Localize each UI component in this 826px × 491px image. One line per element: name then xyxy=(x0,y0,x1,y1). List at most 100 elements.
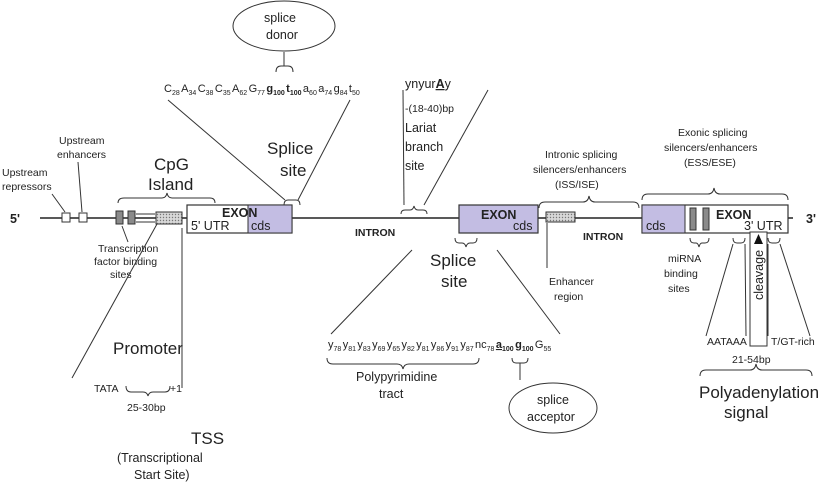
enhancer-region-box xyxy=(545,211,576,223)
acceptor-freq-5: 82 xyxy=(407,346,415,353)
tf-label-1: Transcription xyxy=(98,243,158,255)
exon-2-label: EXON xyxy=(481,208,516,222)
acceptor-zoom-line-right xyxy=(496,249,561,335)
acceptor-brace xyxy=(511,357,529,380)
donor-base-0: C xyxy=(164,83,172,95)
donor-base-11: t xyxy=(349,83,352,95)
acceptor-base-4: y xyxy=(387,339,393,351)
mirna-label-3: sites xyxy=(668,283,690,295)
lariat-zoom-line-left xyxy=(402,89,405,206)
promoter-label: Promoter xyxy=(113,339,183,358)
mirna-label-2: binding xyxy=(664,268,698,280)
tf-label-3: sites xyxy=(110,269,132,281)
mirna-brace xyxy=(689,237,710,248)
donor-sequence: C28 A34 C38 C35 A62 G77 g100 t100 a60 a7… xyxy=(164,83,361,97)
exon-2-box xyxy=(458,204,539,234)
cleavage-arrow-icon xyxy=(754,234,763,244)
exon-3-cds-label: cds xyxy=(646,219,665,233)
intronic-label-2: silencers/enhancers xyxy=(533,164,626,176)
donor-base-4: A xyxy=(232,83,240,95)
aataaa-zoom-right xyxy=(744,243,747,337)
polypyrimidine-label-1: Polypyrimidine xyxy=(356,370,437,384)
donor-zoom-line-left xyxy=(167,99,286,201)
acceptor-base-13: G xyxy=(535,339,544,351)
enhancer-region-label-2: region xyxy=(554,291,583,303)
polya-brace xyxy=(699,363,813,377)
splice-donor-label-2: donor xyxy=(266,28,298,42)
mirna-label-1: miRNA xyxy=(668,253,701,265)
donor-freq-4: 62 xyxy=(239,90,247,97)
donor-base-7: t xyxy=(286,83,290,95)
lariat-label-3: site xyxy=(405,159,425,173)
exon-1-cds-label: cds xyxy=(251,219,270,233)
enhancer-region-label-1: Enhancer xyxy=(549,276,594,288)
cpg-brace xyxy=(117,192,216,204)
donor-site-brace xyxy=(283,199,301,206)
acceptor-base-0: y xyxy=(328,339,334,351)
tss-label-3: Start Site) xyxy=(134,468,190,482)
tata-distance-label: 25-30bp xyxy=(127,402,166,414)
intron-2-label: INTRON xyxy=(583,231,623,243)
plus-one-label: +1 xyxy=(170,383,182,395)
acceptor-base-11: a xyxy=(496,339,503,351)
donor-freq-3: 35 xyxy=(223,90,231,97)
upstream-enhancer-box xyxy=(78,212,88,223)
polya-label-2: signal xyxy=(724,403,768,422)
splice-acceptor-label-2: acceptor xyxy=(527,410,575,424)
acceptor-freq-3: 69 xyxy=(378,346,386,353)
three-prime-label: 3' xyxy=(806,212,816,226)
exon-1-utr-label: 5' UTR xyxy=(191,219,230,233)
lariat-motif-prefix: ynyur xyxy=(405,77,436,91)
donor-freq-5: 77 xyxy=(257,90,265,97)
upstream-repressors-label-2: repressors xyxy=(2,181,52,193)
lariat-motif: ynyurAy xyxy=(405,77,452,91)
polya-label-1: Polyadenylation xyxy=(699,383,819,402)
acceptor-freq-0: 78 xyxy=(334,346,342,353)
lariat-zoom-line-right xyxy=(423,89,489,206)
exonic-label-2: silencers/enhancers xyxy=(664,142,757,154)
acceptor-freq-8: 91 xyxy=(451,346,459,353)
acceptor-freq-9: 87 xyxy=(466,346,474,353)
donor-base-10: g xyxy=(334,83,340,95)
tss-label-2: (Transcriptional xyxy=(117,451,203,465)
acceptor-base-10: nc xyxy=(475,339,487,351)
donor-freq-11: 50 xyxy=(352,90,360,97)
splice-acceptor-ellipse xyxy=(508,382,598,434)
tgt-rich-label: T/GT-rich xyxy=(771,336,815,348)
donor-base-1: A xyxy=(181,83,189,95)
tf-label-2: factor binding xyxy=(94,256,157,268)
mirna-site-1 xyxy=(689,207,697,231)
donor-freq-6: 100 xyxy=(273,90,285,97)
mirna-site-2 xyxy=(702,207,710,231)
acceptor-base-7: y xyxy=(431,339,437,351)
tgt-brace xyxy=(767,237,781,244)
cpg-label-2: Island xyxy=(148,175,193,194)
exonic-label-1: Exonic splicing xyxy=(678,127,748,139)
acceptor-base-1: y xyxy=(343,339,349,351)
exon-1-cds xyxy=(247,204,293,234)
splice-site-bottom-label-2: site xyxy=(441,272,467,291)
donor-base-2: C xyxy=(198,83,206,95)
aataaa-zoom-left xyxy=(705,243,734,337)
exonic-label-3: (ESS/ESE) xyxy=(684,157,736,169)
acceptor-sequence: y78 y81 y83 y69 y65 y82 y81 y86 y91 y87 … xyxy=(328,339,553,353)
aataaa-brace xyxy=(732,237,746,244)
donor-freq-8: 60 xyxy=(309,90,317,97)
donor-zoom-line-right xyxy=(297,99,351,201)
tss-label: TSS xyxy=(191,429,224,448)
acceptor-base-9: y xyxy=(460,339,466,351)
donor-base-5: G xyxy=(249,83,258,95)
acceptor-base-12: g xyxy=(515,339,522,351)
donor-freq-2: 38 xyxy=(206,90,214,97)
intronic-label-1: Intronic splicing xyxy=(545,149,618,161)
upstream-repressor-box xyxy=(61,212,71,223)
splice-site-top-label-1: Splice xyxy=(267,139,313,158)
acceptor-base-6: y xyxy=(416,339,422,351)
cpg-label-1: CpG xyxy=(154,155,189,174)
intronic-label-3: (ISS/ISE) xyxy=(555,179,599,191)
exon-3-label: EXON xyxy=(716,208,751,222)
polypyrimidine-brace xyxy=(326,357,480,370)
exon-3-cds xyxy=(641,204,686,234)
acceptor-base-5: y xyxy=(402,339,408,351)
